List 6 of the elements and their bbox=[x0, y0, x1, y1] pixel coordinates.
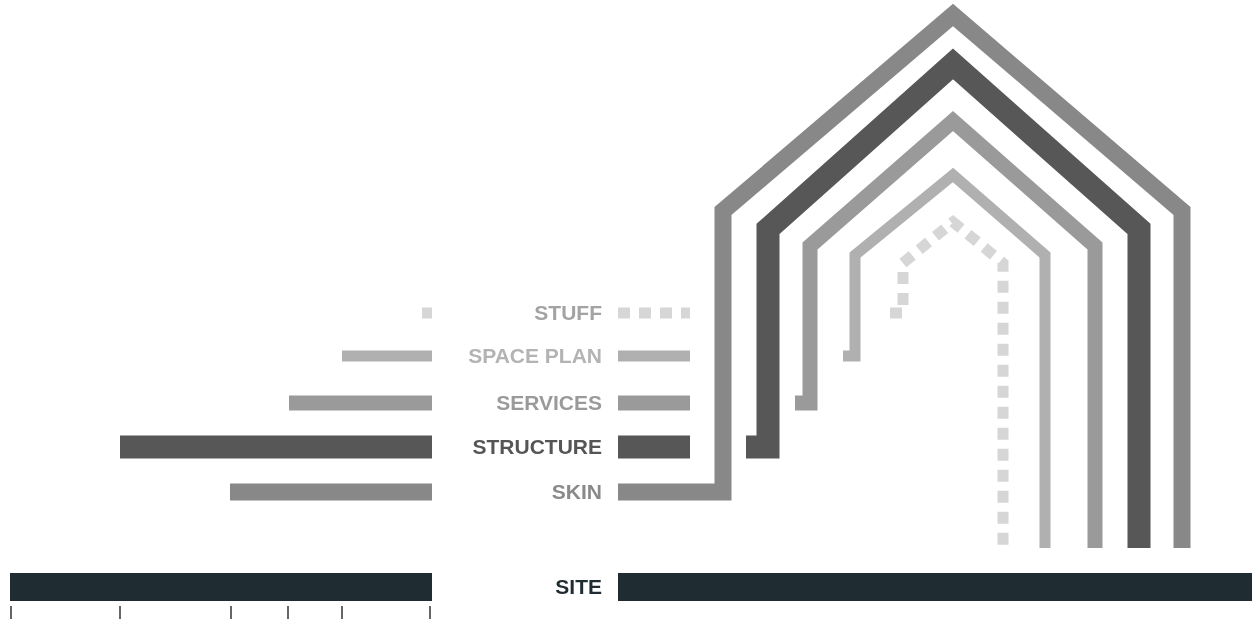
layer-label: SERVICES bbox=[496, 391, 602, 415]
layer-label: SKIN bbox=[551, 480, 602, 504]
layer-label: SITE bbox=[555, 575, 602, 599]
layer-label: STUFF bbox=[534, 301, 602, 325]
layer-label: STRUCTURE bbox=[472, 435, 602, 459]
layer-label: SPACE PLAN bbox=[468, 344, 602, 368]
